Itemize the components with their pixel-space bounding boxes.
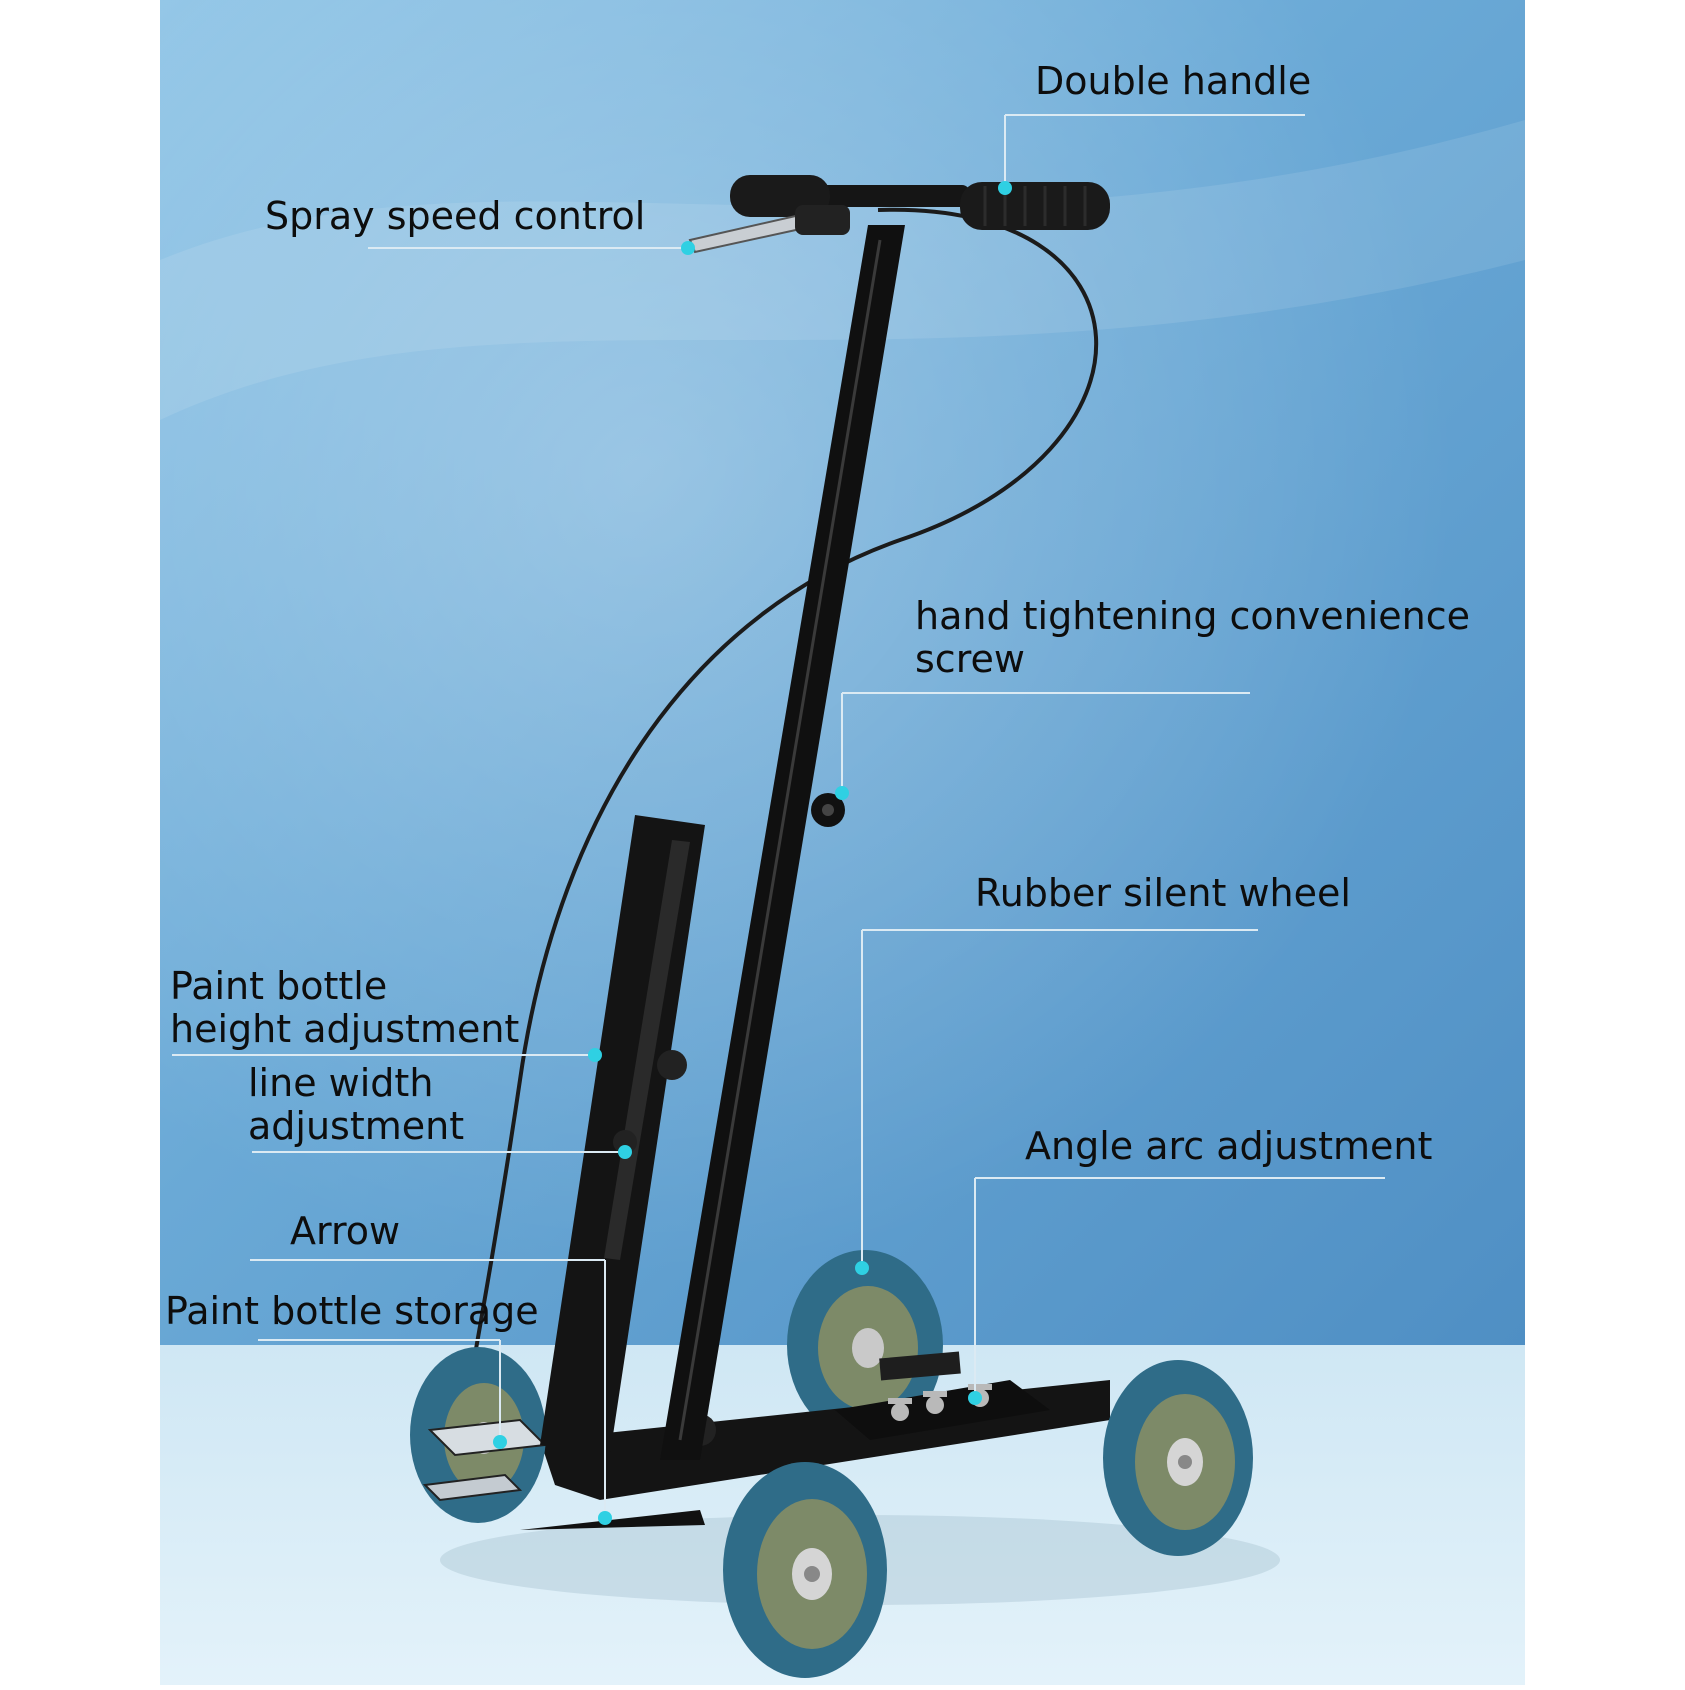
width-knob [613, 1130, 637, 1154]
callout-line: adjustment [248, 1104, 465, 1148]
control-cable [458, 207, 1099, 1441]
handlebar-bar [790, 185, 970, 207]
cyan-dot-icon [598, 1511, 612, 1525]
callout-line: hand tightening convenience [915, 594, 1470, 638]
leader-line-rubber-wheel [861, 929, 1258, 1268]
callout-line: height adjustment [170, 1007, 520, 1051]
leader-line-arrow [250, 1259, 606, 1518]
callout-spray-speed: Spray speed control [265, 195, 645, 238]
callout-line: Spray speed control [265, 194, 646, 238]
bottle-storage-lower [422, 1473, 523, 1502]
cyan-dot-icon [835, 786, 849, 800]
callout-line: Paint bottle storage [165, 1289, 539, 1333]
cyan-dot-icon [588, 1048, 602, 1062]
cyan-dot-icon [855, 1261, 869, 1275]
callout-line: Double handle [1035, 59, 1312, 103]
callout-bottle-storage: Paint bottle storage [165, 1290, 539, 1333]
cyan-dot-icon [493, 1435, 507, 1449]
callout-leader-lines [172, 114, 1385, 1518]
callout-line: Arrow [290, 1209, 401, 1253]
arrow-blade [520, 1510, 705, 1530]
callout-line: line width [248, 1061, 434, 1105]
callout-line: screw [915, 637, 1025, 681]
leader-line-hand-screw [841, 692, 1250, 793]
wheel-front-left [723, 1462, 887, 1678]
leader-line-angle-arc [974, 1177, 1385, 1398]
callout-markers [493, 181, 1012, 1525]
cyan-dot-icon [681, 241, 695, 255]
leader-line-bottle-storage [258, 1339, 501, 1442]
callout-angle-arc: Angle arc adjustment [1025, 1125, 1432, 1168]
main-pole [660, 225, 905, 1460]
tightening-knob-center [822, 804, 834, 816]
lever-clamp [795, 205, 850, 235]
leader-line-double-handle [1004, 114, 1305, 188]
backdrop-light-band [160, 120, 1525, 420]
axle [879, 1351, 961, 1381]
grip-ridges [983, 186, 1087, 226]
callout-double-handle: Double handle [1035, 60, 1311, 103]
wheel-front-right [1103, 1360, 1253, 1556]
height-knob [657, 1050, 687, 1080]
angle-plate [835, 1380, 1050, 1440]
cyan-dot-icon [618, 1145, 632, 1159]
callout-line: Rubber silent wheel [975, 871, 1351, 915]
cyan-dot-icon [998, 181, 1012, 195]
handle-grip-right [960, 182, 1110, 230]
callout-line: Angle arc adjustment [1025, 1124, 1433, 1168]
pole-highlight [678, 239, 882, 1441]
cyan-dot-icon [968, 1391, 982, 1405]
callout-arrow: Arrow [290, 1210, 400, 1253]
callout-rubber-wheel: Rubber silent wheel [975, 872, 1351, 915]
callout-line: Paint bottle [170, 964, 388, 1008]
